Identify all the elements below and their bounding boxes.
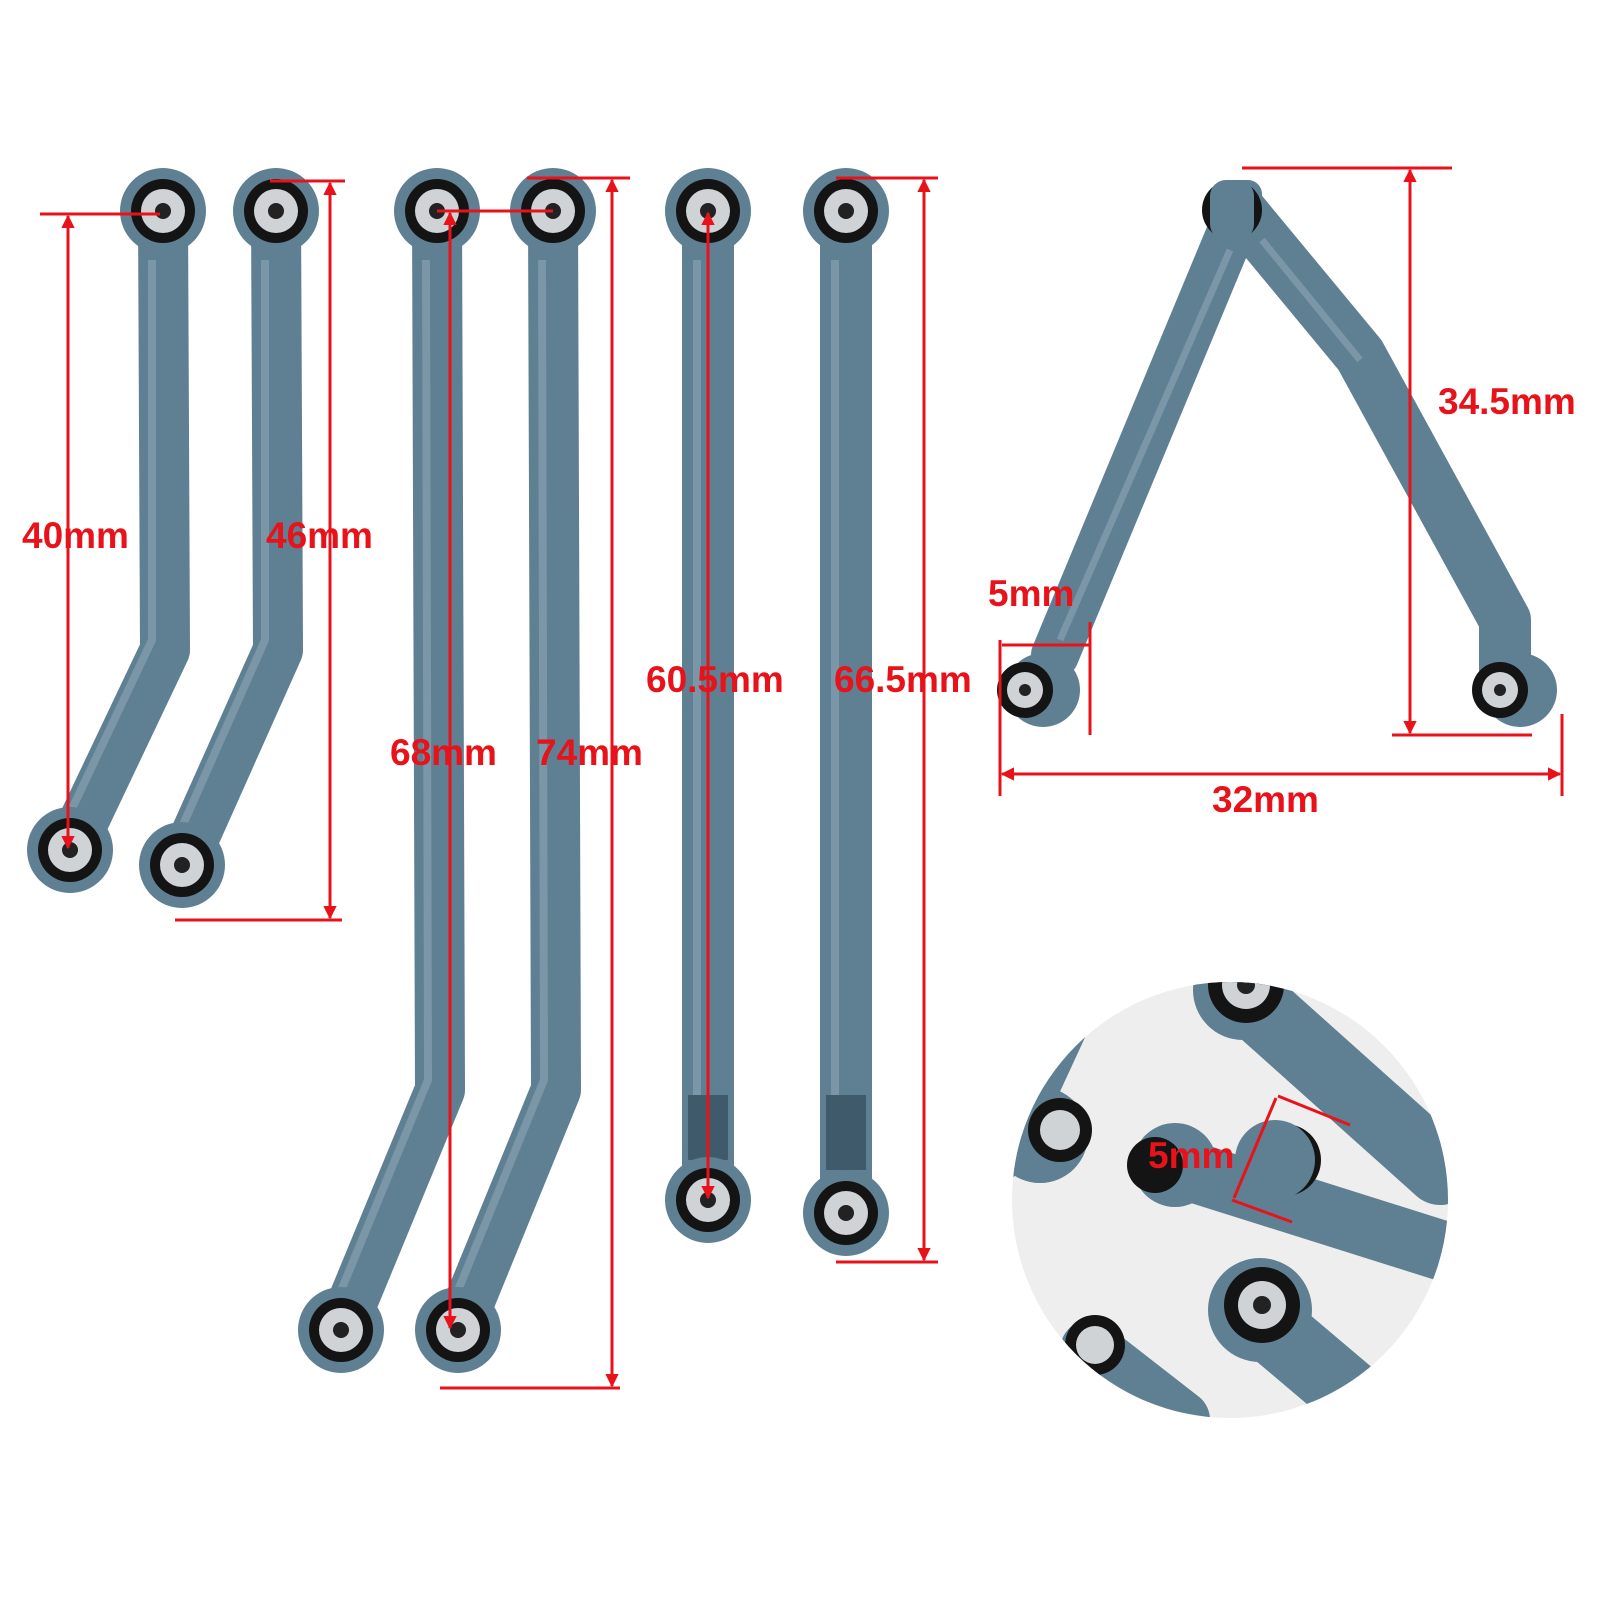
- label-40mm: 40mm: [22, 515, 129, 556]
- link-46mm: [139, 168, 319, 908]
- label-34-5mm: 34.5mm: [1438, 381, 1576, 422]
- label-66-5mm: 66.5mm: [834, 659, 972, 700]
- label-46mm: 46mm: [266, 515, 373, 556]
- dimension-labels: 40mm 46mm 68mm 74mm 60.5mm 66.5mm 34.5mm…: [22, 381, 1576, 1176]
- link-40mm: [27, 168, 206, 893]
- label-detail-5mm: 5mm: [1148, 1135, 1234, 1176]
- label-arm-5mm: 5mm: [988, 573, 1074, 614]
- bushing-detail-photo: [1012, 982, 1448, 1418]
- link-66-5mm: [803, 168, 889, 1256]
- label-74mm: 74mm: [536, 732, 643, 773]
- label-60-5mm: 60.5mm: [646, 659, 784, 700]
- link-74mm: [415, 168, 596, 1373]
- label-32mm: 32mm: [1212, 779, 1319, 820]
- label-68mm: 68mm: [390, 732, 497, 773]
- a-arm: [997, 180, 1557, 727]
- dimension-lines: [40, 166, 1564, 1390]
- link-68mm: [298, 168, 480, 1373]
